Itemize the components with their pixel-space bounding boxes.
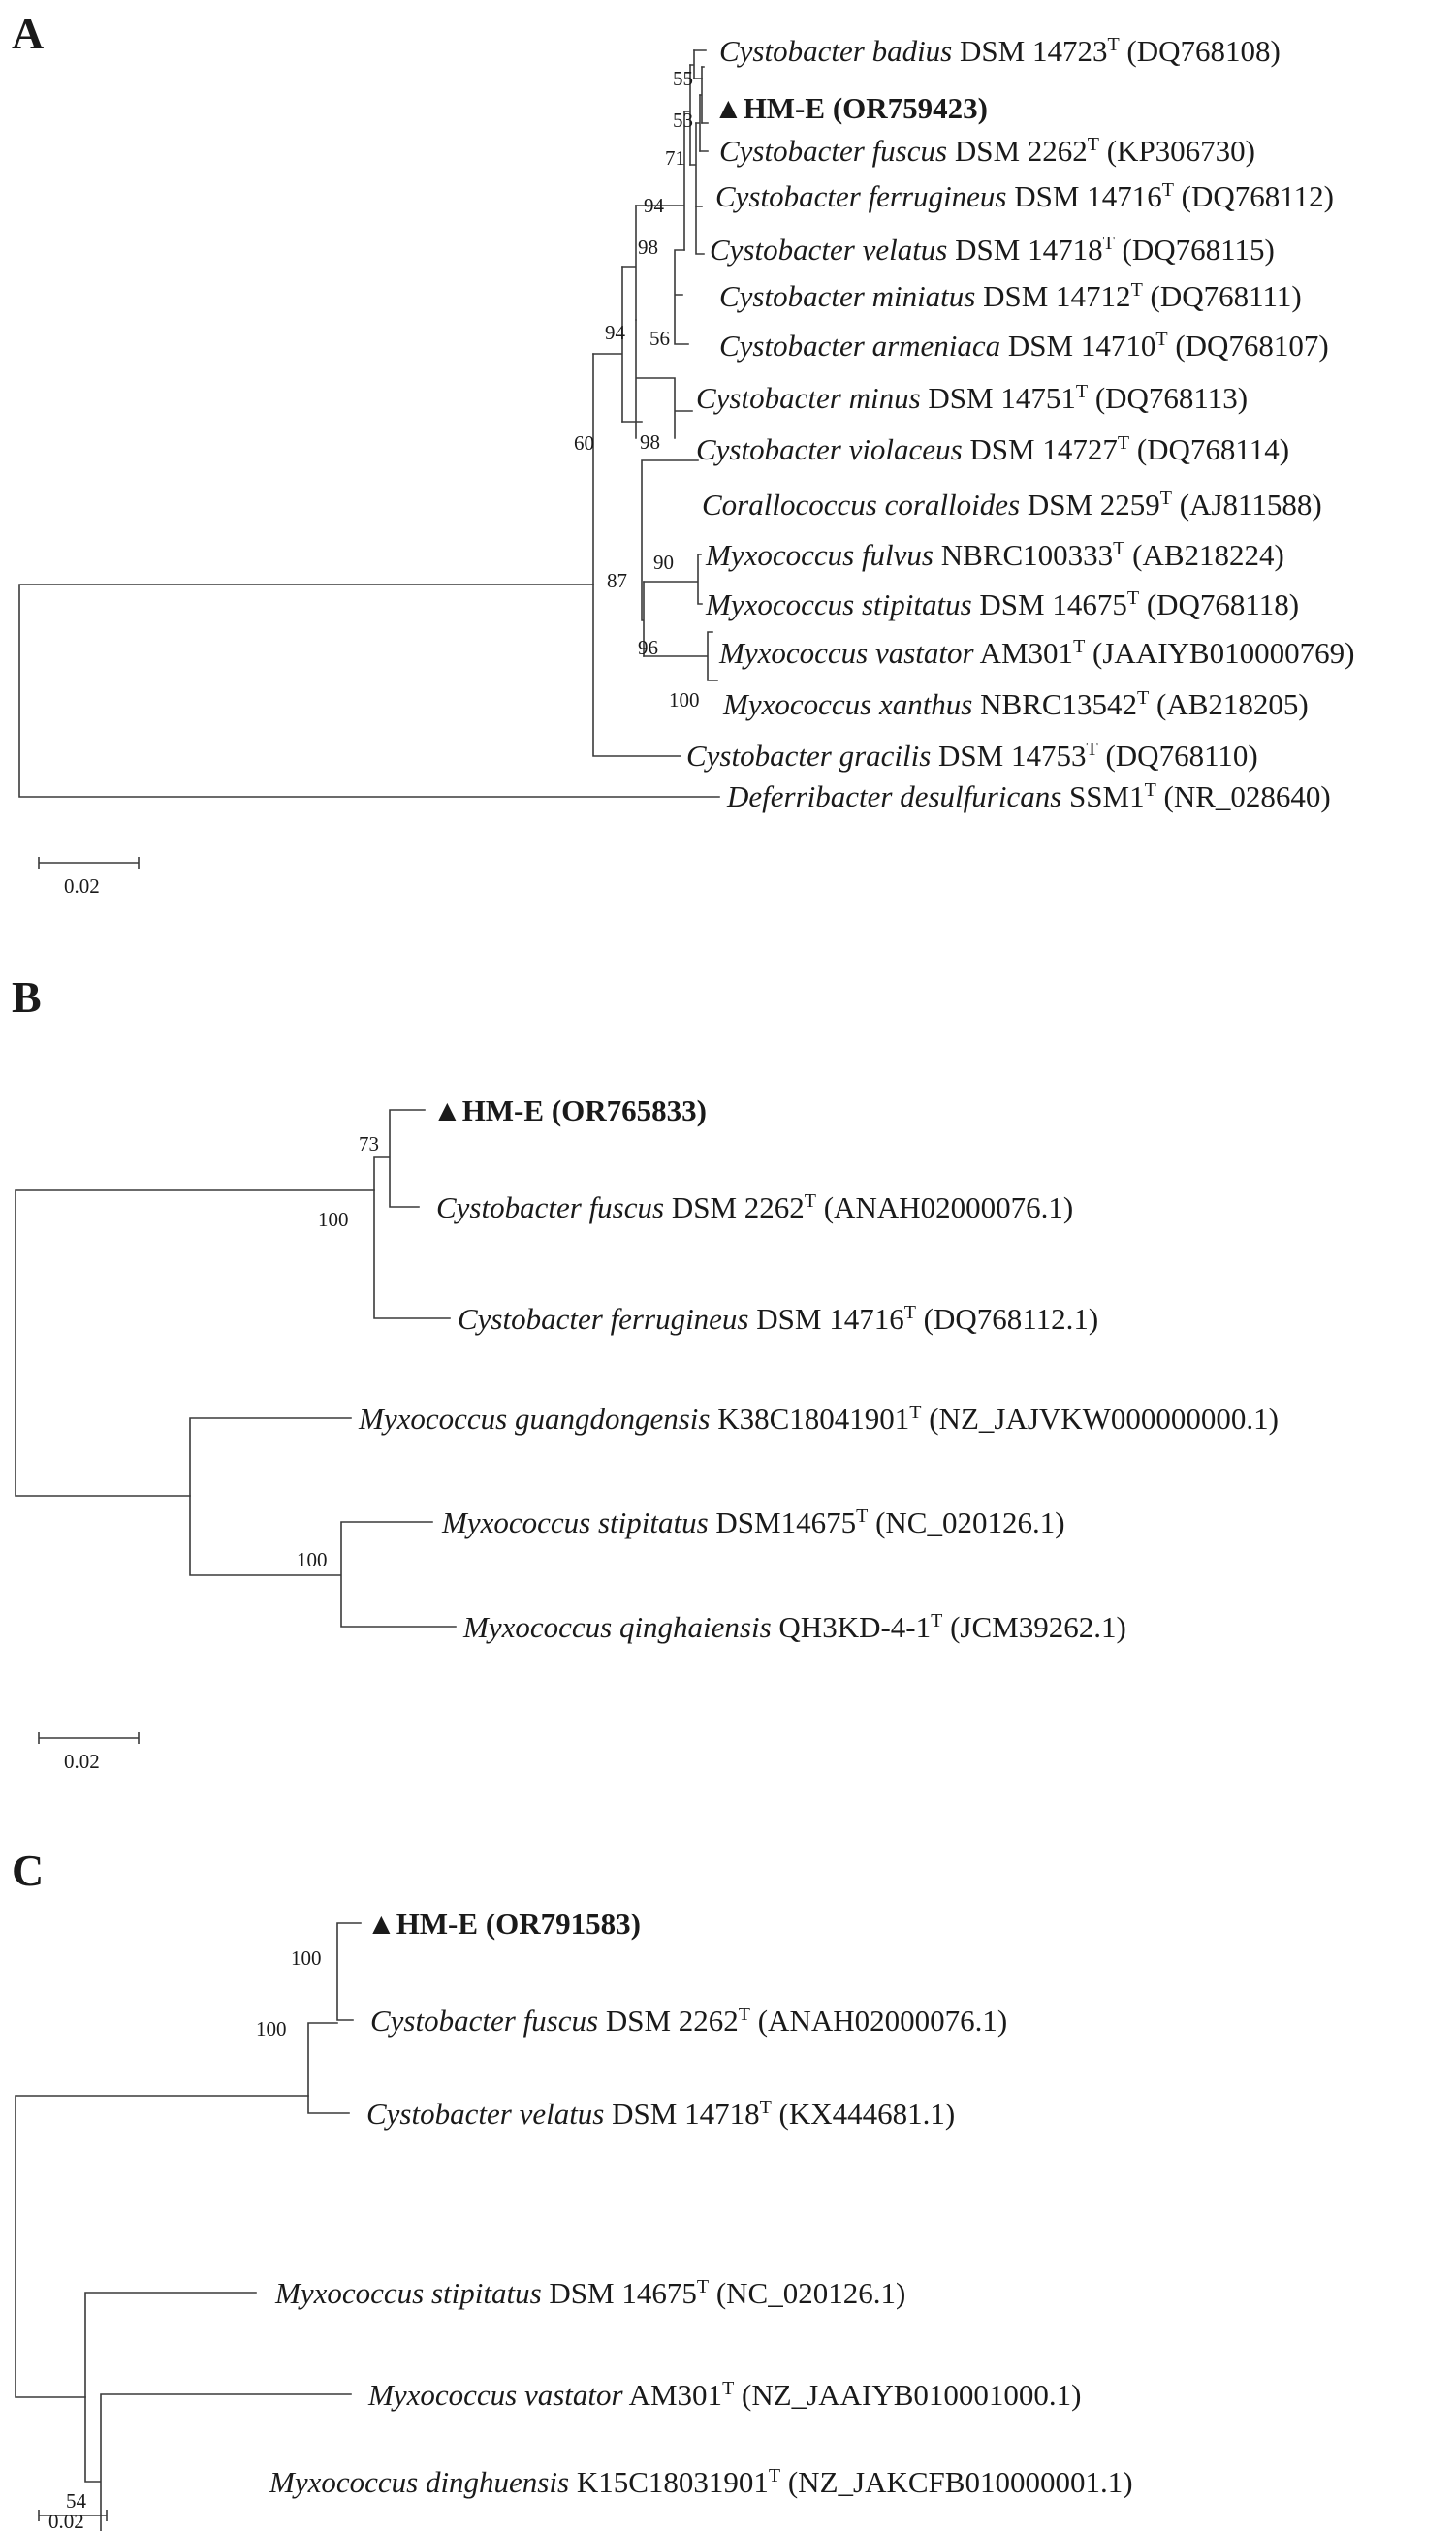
taxon-label: Cystobacter ferrugineus DSM 14716T (DQ76… bbox=[715, 179, 1334, 213]
panel-c-branches bbox=[15, 1922, 362, 2531]
taxon-label: Cystobacter velatus DSM 14718T (KX444681… bbox=[366, 2097, 955, 2131]
taxon-label-hm-e: ▲HM-E (OR791583) bbox=[366, 1907, 641, 1941]
taxon-label: Myxococcus stipitatus DSM14675T (NC_0201… bbox=[441, 1505, 1065, 1539]
taxon-label: Cystobacter armeniaca DSM 14710T (DQ7681… bbox=[719, 329, 1329, 363]
bootstrap-value: 100 bbox=[669, 688, 700, 712]
branch bbox=[18, 584, 720, 798]
taxon-label: Cystobacter velatus DSM 14718T (DQ768115… bbox=[710, 233, 1275, 267]
branch bbox=[683, 64, 691, 166]
taxon-label: Deferribacter desulfuricans SSM1T (NR_02… bbox=[726, 779, 1331, 813]
scale-bar bbox=[38, 857, 140, 869]
scale-bar-label: 0.02 bbox=[48, 2510, 84, 2531]
bootstrap-value: 100 bbox=[318, 1208, 349, 1231]
panel-b-branches bbox=[15, 1109, 457, 1628]
bootstrap-value: 98 bbox=[640, 430, 660, 454]
taxon-label: Myxococcus stipitatus DSM 14675T (DQ7681… bbox=[705, 587, 1299, 621]
scale-bar bbox=[38, 1732, 140, 1744]
taxon-label: Cystobacter fuscus DSM 2262T (ANAH020000… bbox=[370, 2004, 1007, 2038]
branch bbox=[689, 49, 695, 79]
scale-bar-label: 0.02 bbox=[64, 1750, 100, 1773]
bootstrap-value: 53 bbox=[673, 109, 693, 132]
taxon-label: Myxococcus qinghaiensis QH3KD-4-1T (JCM3… bbox=[462, 1610, 1126, 1644]
branch bbox=[15, 2095, 309, 2398]
bootstrap-value: 100 bbox=[256, 2017, 287, 2041]
taxon-label: Cystobacter badius DSM 14723T (DQ768108) bbox=[719, 34, 1281, 68]
taxon-label: Cystobacter gracilis DSM 14753T (DQ76811… bbox=[686, 739, 1258, 773]
branch bbox=[693, 49, 709, 255]
panel-c-letter: C bbox=[12, 1846, 44, 1895]
bootstrap-value: 87 bbox=[607, 569, 627, 592]
taxon-label: Cystobacter minus DSM 14751T (DQ768113) bbox=[696, 381, 1248, 415]
bootstrap-value: 56 bbox=[649, 327, 670, 350]
branch bbox=[84, 2292, 352, 2531]
bootstrap-value: 90 bbox=[653, 551, 674, 574]
bootstrap-value: 54 bbox=[66, 2489, 87, 2513]
taxon-label: Myxococcus guangdongensis K38C18041901T … bbox=[358, 1402, 1279, 1436]
bootstrap-value: 98 bbox=[638, 236, 658, 259]
panel-b: B 73 100 100 ▲HM-E (OR765833) Cystobacte… bbox=[12, 972, 1279, 1773]
branch bbox=[307, 1922, 362, 2114]
bootstrap-value: 94 bbox=[605, 321, 626, 344]
panel-b-letter: B bbox=[12, 972, 42, 1022]
taxon-label: Cystobacter fuscus DSM 2262T (ANAH020000… bbox=[436, 1190, 1073, 1224]
taxon-label-hm-e: ▲HM-E (OR765833) bbox=[432, 1093, 707, 1127]
panel-c: C 100 100 54 ▲HM-E (OR791583) Cystobacte… bbox=[12, 1846, 1133, 2531]
panel-a-letter: A bbox=[12, 9, 44, 58]
bootstrap-value: 100 bbox=[291, 1946, 322, 1970]
taxon-label: Myxococcus dinghuensis K15C18031901T (NZ… bbox=[269, 2465, 1133, 2499]
branch bbox=[592, 353, 681, 757]
branch bbox=[621, 421, 699, 657]
taxon-label: Myxococcus vastator AM301T (NZ_JAAIYB010… bbox=[367, 2378, 1081, 2412]
branch bbox=[643, 631, 718, 681]
bootstrap-value: 55 bbox=[673, 67, 693, 90]
bootstrap-value: 71 bbox=[665, 146, 685, 170]
branch bbox=[189, 1417, 457, 1628]
branch bbox=[643, 554, 703, 605]
bootstrap-value: 100 bbox=[297, 1548, 328, 1571]
bootstrap-value: 96 bbox=[638, 636, 658, 659]
taxon-label-hm-e: ▲HM-E (OR759423) bbox=[713, 91, 988, 125]
panel-a: A 55 53 71 94 98 94 56 98 60 bbox=[12, 9, 1354, 898]
triangle-marker-icon: ▲ bbox=[366, 1907, 396, 1941]
taxon-label: Cystobacter fuscus DSM 2262T (KP306730) bbox=[719, 134, 1255, 168]
taxon-label: Cystobacter violaceus DSM 14727T (DQ7681… bbox=[696, 432, 1289, 466]
branch bbox=[695, 94, 701, 152]
taxon-label: Myxococcus vastator AM301T (JAAIYB010000… bbox=[718, 636, 1354, 670]
taxon-label: Myxococcus fulvus NBRC100333T (AB218224) bbox=[705, 538, 1284, 572]
branch bbox=[621, 205, 637, 321]
triangle-marker-icon: ▲ bbox=[432, 1093, 462, 1127]
scale-bar-label: 0.02 bbox=[64, 874, 100, 898]
branch bbox=[689, 122, 697, 207]
taxon-label: Myxococcus stipitatus DSM 14675T (NC_020… bbox=[274, 2276, 905, 2310]
branch bbox=[373, 1109, 451, 1319]
branch bbox=[15, 1189, 375, 1497]
branch bbox=[635, 319, 693, 439]
bootstrap-value: 73 bbox=[359, 1132, 379, 1155]
branch bbox=[592, 266, 623, 423]
taxon-label: Corallococcus coralloides DSM 2259T (AJ8… bbox=[702, 488, 1322, 522]
taxon-label: Cystobacter ferrugineus DSM 14716T (DQ76… bbox=[458, 1302, 1098, 1336]
bootstrap-value: 94 bbox=[644, 194, 665, 217]
branch bbox=[635, 111, 685, 251]
branch bbox=[674, 249, 689, 345]
scale-bar bbox=[38, 2510, 108, 2521]
taxon-label: Cystobacter miniatus DSM 14712T (DQ76811… bbox=[719, 279, 1302, 313]
bootstrap-value: 60 bbox=[574, 431, 594, 455]
triangle-marker-icon: ▲ bbox=[713, 91, 744, 125]
taxon-label: Myxococcus xanthus NBRC13542T (AB218205) bbox=[722, 687, 1309, 721]
panel-a-branches bbox=[18, 49, 720, 798]
branch bbox=[699, 66, 703, 124]
